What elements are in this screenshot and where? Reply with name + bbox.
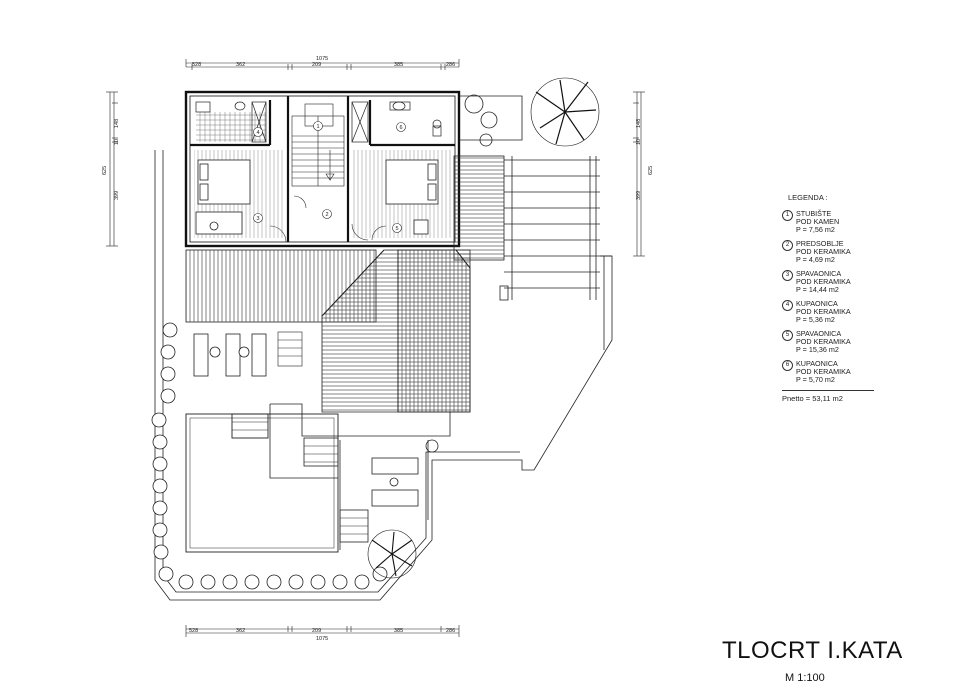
legend-divider — [782, 390, 874, 391]
legend-item: 5 SPAVAONICA POD KERAMIKA P = 15,36 m2 — [782, 330, 882, 354]
legend-number: 4 — [782, 300, 793, 311]
small-steps-left — [277, 331, 303, 367]
right-dim-total: 625 — [648, 166, 654, 175]
legend-room-name: SPAVAONICA — [796, 329, 842, 338]
legend-number: 3 — [782, 270, 793, 281]
bottom-dim-seg-2: 362 — [236, 628, 245, 634]
pergola-beams-right — [499, 156, 600, 301]
lower-terrace — [269, 403, 451, 550]
pergola-slats-right — [453, 155, 505, 261]
bedroom-left-furniture — [195, 159, 251, 235]
room-tag-6: 6 — [400, 125, 403, 131]
hedge-shrubs — [151, 322, 439, 590]
top-dimension-line — [185, 59, 460, 70]
legend-room-name: PREDSOBLJE — [796, 239, 844, 248]
top-dim-seg-2: 362 — [236, 62, 245, 68]
legend-room-name: KUPAONICA — [796, 299, 838, 308]
right-dimension-line — [633, 91, 645, 257]
left-dim-seg-1: 148 — [114, 119, 120, 128]
staircase — [291, 103, 345, 187]
legend-room-area: P = 5,70 m2 — [796, 375, 835, 384]
legend: LEGENDA : 1 STUBIŠTE POD KAMEN P = 7,56 … — [782, 193, 882, 403]
legend-room-floor: POD KERAMIKA — [796, 367, 851, 376]
legend-number: 1 — [782, 210, 793, 221]
legend-item: 4 KUPAONICA POD KERAMIKA P = 5,36 m2 — [782, 300, 882, 324]
top-dim-total: 1075 — [316, 56, 328, 62]
legend-room-name: STUBIŠTE — [796, 209, 832, 218]
bathroom-right-fixtures — [351, 101, 442, 143]
roof-centre-right-hatch — [397, 249, 471, 413]
legend-number: 6 — [782, 360, 793, 371]
drawing-scale: M 1:100 — [785, 672, 825, 684]
interior-walls — [190, 96, 455, 242]
bottom-dim-total: 1075 — [316, 636, 328, 642]
room-tag-4: 4 — [257, 130, 260, 136]
legend-number: 2 — [782, 240, 793, 251]
roof-ridge-lines — [321, 249, 471, 412]
bottom-dim-seg-3: 209 — [312, 628, 321, 634]
room-tags — [253, 121, 406, 233]
sun-loungers-lower — [371, 457, 419, 507]
room-tag-2: 2 — [326, 212, 329, 218]
tree-bottom — [367, 529, 417, 579]
right-dim-seg-1: 148 — [636, 119, 642, 128]
legend-room-area: P = 4,69 m2 — [796, 255, 835, 264]
legend-item: 2 PREDSOBLJE POD KERAMIKA P = 4,69 m2 — [782, 240, 882, 264]
legend-heading: LEGENDA : — [788, 193, 828, 202]
legend-item: 6 KUPAONICA POD KERAMIKA P = 5,70 m2 — [782, 360, 882, 384]
bottom-dim-seg-1: 528 — [189, 628, 198, 634]
bedroom-right-furniture — [385, 159, 439, 235]
top-dim-seg-3: 209 — [312, 62, 321, 68]
top-dim-seg-1: 528 — [192, 62, 201, 68]
left-dim-seg-2: 10 — [114, 139, 120, 145]
terrace-top-right — [459, 94, 523, 147]
legend-room-area: P = 14,44 m2 — [796, 285, 839, 294]
top-dim-seg-4: 385 — [394, 62, 403, 68]
legend-room-floor: POD KERAMIKA — [796, 247, 851, 256]
bathroom-left-fixtures — [195, 101, 267, 143]
legend-room-floor: POD KERAMIKA — [796, 277, 851, 286]
legend-room-floor: POD KAMEN — [796, 217, 840, 226]
sun-loungers-left — [193, 333, 267, 377]
legend-room-floor: POD KERAMIKA — [796, 307, 851, 316]
room-tag-3: 3 — [257, 216, 260, 222]
legend-item: 3 SPAVAONICA POD KERAMIKA P = 14,44 m2 — [782, 270, 882, 294]
room-tag-1: 1 — [317, 124, 320, 130]
right-dim-seg-2: 10 — [636, 139, 642, 145]
legend-room-name: KUPAONICA — [796, 359, 838, 368]
bathroom-left-floor — [196, 112, 266, 142]
pool — [185, 413, 339, 553]
legend-room-area: P = 15,36 m2 — [796, 345, 839, 354]
room-tag-5: 5 — [396, 226, 399, 232]
legend-room-area: P = 7,56 m2 — [796, 225, 835, 234]
bottom-dim-seg-5: 286 — [446, 628, 455, 634]
legend-room-area: P = 5,36 m2 — [796, 315, 835, 324]
drawing-title: TLOCRT I.KATA — [722, 637, 903, 664]
door-swings — [269, 195, 387, 243]
bottom-dim-seg-4: 385 — [394, 628, 403, 634]
left-dim-total: 625 — [102, 166, 108, 175]
top-dim-seg-5: 286 — [446, 62, 455, 68]
tree-top-right — [530, 77, 600, 147]
right-dim-seg-3: 399 — [636, 191, 642, 200]
left-dim-seg-3: 399 — [114, 191, 120, 200]
legend-net-area: Pnetto = 53,11 m2 — [782, 394, 843, 403]
legend-item: 1 STUBIŠTE POD KAMEN P = 7,56 m2 — [782, 210, 882, 234]
left-dimension-line — [106, 91, 118, 247]
bottom-dimension-line — [185, 625, 460, 637]
legend-room-floor: POD KERAMIKA — [796, 337, 851, 346]
legend-room-name: SPAVAONICA — [796, 269, 842, 278]
legend-number: 5 — [782, 330, 793, 341]
